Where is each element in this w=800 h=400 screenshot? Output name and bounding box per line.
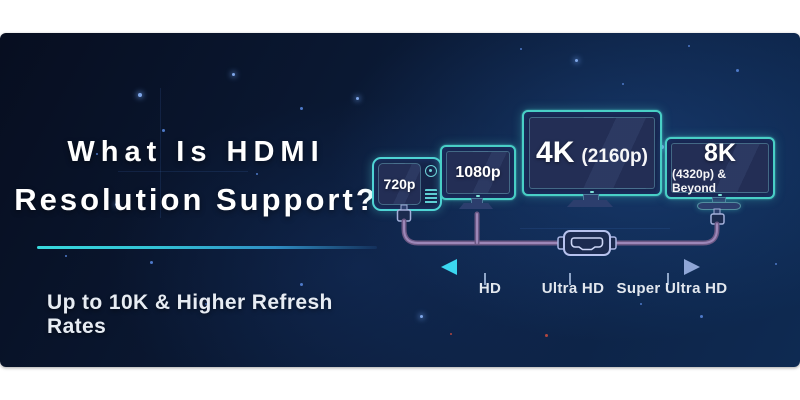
monitor-stand-base bbox=[697, 202, 741, 210]
star-dot bbox=[622, 83, 624, 85]
star-dot bbox=[162, 129, 165, 132]
star-dot bbox=[65, 255, 67, 257]
star-dot bbox=[688, 45, 690, 47]
device-tv-720p: 720p bbox=[372, 157, 442, 211]
device-sublabel-8k: (4320p) & Beyond bbox=[672, 167, 727, 195]
monitor-screen: 8K (4320p) & Beyond bbox=[671, 139, 769, 195]
star-dot bbox=[420, 315, 423, 318]
star-dot bbox=[736, 69, 739, 72]
star-dot bbox=[775, 263, 777, 265]
monitor-screen: 1080p bbox=[446, 151, 510, 194]
circuit-line bbox=[520, 228, 670, 229]
star-dot bbox=[150, 261, 153, 264]
arrow-right-head-icon bbox=[684, 259, 700, 275]
device-label-4k: 4K bbox=[536, 136, 575, 169]
star-dot bbox=[115, 203, 118, 206]
monitor-stand-base bbox=[459, 203, 493, 209]
star-dot bbox=[450, 333, 452, 335]
star-dot bbox=[205, 303, 207, 305]
device-sublabel-4k: (2160p) bbox=[581, 146, 648, 167]
star-dot bbox=[256, 173, 258, 175]
monitor-stand bbox=[712, 197, 726, 204]
device-monitor-4k: 4K (2160p) bbox=[522, 110, 662, 196]
star-dot bbox=[232, 73, 235, 76]
star-dot bbox=[96, 153, 98, 155]
monitor-stand bbox=[471, 198, 483, 205]
tv-speaker-grille-icon bbox=[425, 189, 437, 204]
device-label-8k: 8K bbox=[704, 139, 736, 167]
star-dot bbox=[300, 283, 303, 286]
axis-label-super-ultra-hd: Super Ultra HD bbox=[616, 280, 728, 297]
device-monitor-1080p: 1080p bbox=[440, 145, 516, 200]
hdmi-connector-tab bbox=[605, 236, 617, 250]
star-dot bbox=[520, 48, 522, 50]
circuit-line bbox=[160, 88, 161, 218]
axis-label-hd: HD bbox=[478, 280, 502, 297]
star-dot bbox=[700, 315, 703, 318]
device-label-720p: 720p bbox=[383, 176, 416, 192]
star-dot bbox=[356, 97, 359, 100]
title-line-1: What Is HDMI bbox=[67, 136, 325, 169]
tv-knob-icon bbox=[425, 165, 437, 177]
subtitle: Up to 10K & Higher Refresh Rates bbox=[47, 291, 333, 338]
tv-screen: 720p bbox=[378, 163, 421, 205]
power-led bbox=[718, 194, 722, 196]
star-dot bbox=[640, 303, 642, 305]
star-dot bbox=[545, 334, 548, 337]
hdmi-port-shape-icon bbox=[570, 237, 604, 251]
hdmi-connector-tab bbox=[557, 236, 569, 250]
title-line-2: Resolution Support? bbox=[14, 182, 378, 218]
banner-card: What Is HDMI Resolution Support? Up to 1… bbox=[0, 33, 800, 367]
power-led bbox=[590, 191, 594, 193]
device-monitor-8k: 8K (4320p) & Beyond bbox=[665, 137, 775, 199]
monitor-screen: 4K (2160p) bbox=[529, 117, 655, 189]
star-dot bbox=[660, 145, 664, 149]
axis-label-ultra-hd: Ultra HD bbox=[541, 280, 605, 297]
star-dot bbox=[300, 107, 303, 110]
hdmi-plug-icon bbox=[396, 209, 412, 222]
hdmi-plug-icon bbox=[710, 213, 725, 225]
page-title: What Is HDMI Resolution Support? bbox=[0, 136, 392, 218]
star-dot bbox=[575, 59, 578, 62]
hdmi-cable bbox=[401, 218, 720, 246]
hdmi-cable-highlight bbox=[403, 220, 718, 244]
circuit-line bbox=[118, 171, 248, 172]
hdmi-connector-icon bbox=[563, 230, 611, 256]
monitor-stand-base bbox=[567, 200, 613, 207]
monitor-stand bbox=[583, 194, 599, 202]
star-dot bbox=[138, 93, 142, 97]
arrow-left-head-icon bbox=[441, 259, 457, 275]
accent-divider bbox=[37, 246, 377, 249]
power-led bbox=[476, 195, 480, 197]
device-label-1080p: 1080p bbox=[455, 163, 501, 181]
